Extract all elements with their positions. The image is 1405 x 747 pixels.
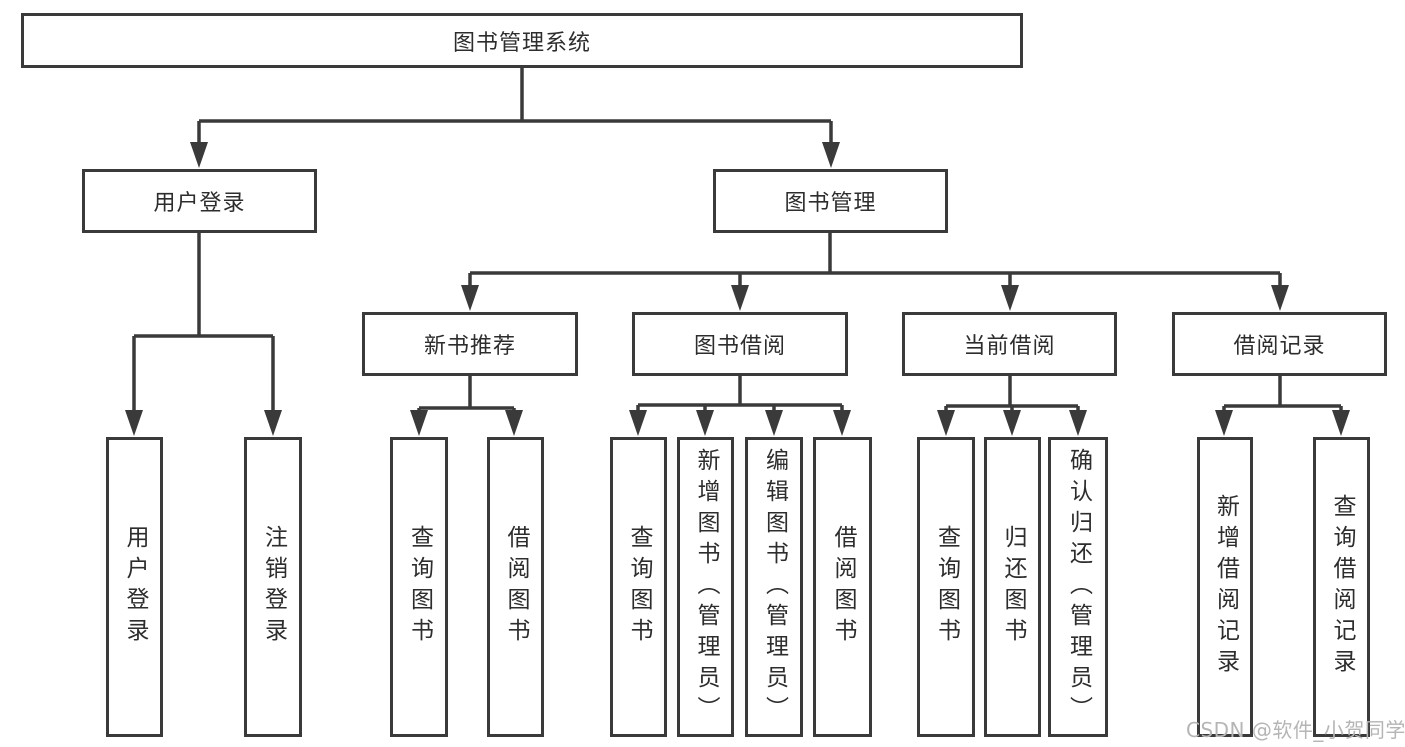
arrowhead-icon [937,410,955,436]
arrowhead-icon [264,410,282,436]
arrowhead-icon [190,142,208,168]
node-label: 图书借阅 [693,334,786,359]
leaf-borrow-books-1: 借阅图书 [487,437,544,737]
arrowhead-icon [125,410,143,436]
node-label: 图书管理 [784,191,877,216]
node-label: 新增图书（管理员） [693,447,719,727]
node-label: 归还图书 [1000,525,1026,649]
csdn-watermark: CSDN @软件_小贺同学 [1186,718,1405,742]
node-label: 确认归还（管理员） [1065,447,1092,727]
node-current-borrowing: 当前借阅 [902,312,1117,376]
node-label: 编辑图书（管理员） [761,447,788,727]
arrowhead-icon [1271,285,1289,311]
node-label: 借阅记录 [1233,334,1326,359]
node-book-borrowing: 图书借阅 [632,312,848,376]
leaf-edit-books-admin: 编辑图书（管理员） [745,437,803,737]
arrowhead-icon [765,410,783,436]
node-label: 查询图书 [406,525,433,649]
node-label: 借阅图书 [830,525,856,649]
node-label: 用户登录 [153,191,246,216]
node-label: 查询图书 [933,525,960,649]
arrowhead-icon [731,285,749,311]
node-borrowing-records: 借阅记录 [1172,312,1387,376]
leaf-logout: 注销登录 [244,437,302,737]
node-new-book-recommend: 新书推荐 [362,312,578,376]
arrowhead-icon [1332,410,1350,436]
node-label: 用户登录 [122,525,148,649]
node-label: 查询图书 [626,525,652,649]
node-book-management: 图书管理 [713,169,948,233]
node-user-login: 用户登录 [82,169,317,233]
node-label: 借阅图书 [503,525,529,649]
leaf-query-books-1: 查询图书 [390,437,448,737]
node-library-system: 图书管理系统 [21,13,1023,68]
leaf-borrow-books-2: 借阅图书 [813,437,872,737]
node-label: 新增借阅记录 [1212,494,1239,680]
arrowhead-icon [822,142,840,168]
node-label: 注销登录 [260,525,287,649]
leaf-add-books-admin: 新增图书（管理员） [677,437,734,737]
arrowhead-icon [1003,410,1021,436]
leaf-query-borrow-record: 查询借阅记录 [1313,437,1370,737]
leaf-add-borrow-record: 新增借阅记录 [1197,437,1253,737]
arrowhead-icon [696,410,714,436]
arrowhead-icon [629,410,647,436]
arrowhead-icon [1215,410,1233,436]
leaf-query-books-2: 查询图书 [610,437,667,737]
leaf-user-login: 用户登录 [106,437,163,737]
arrowhead-icon [1001,285,1019,311]
arrowhead-icon [1069,410,1087,436]
leaf-confirm-return-admin: 确认归还（管理员） [1048,437,1108,737]
arrowhead-icon [461,285,479,311]
leaf-query-books-3: 查询图书 [917,437,975,737]
node-label: 查询借阅记录 [1329,494,1355,680]
leaf-return-books: 归还图书 [984,437,1041,737]
node-label: 新书推荐 [423,334,516,359]
node-label: 当前借阅 [963,334,1056,359]
arrowhead-icon [833,410,851,436]
node-label: 图书管理系统 [452,30,591,56]
arrowhead-icon [505,410,523,436]
arrowhead-icon [410,410,428,436]
